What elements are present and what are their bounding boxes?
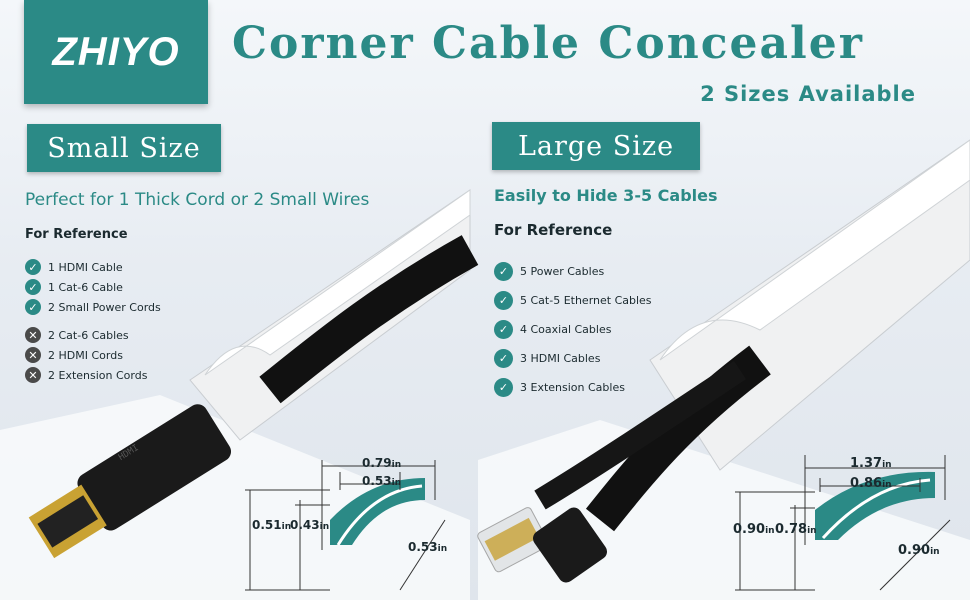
list-item-label: 3 HDMI Cables <box>520 352 601 365</box>
small-size-badge: Small Size <box>27 124 221 172</box>
hdmi-cable <box>259 235 479 404</box>
page-title: Corner Cable Concealer <box>232 18 864 69</box>
small-dim-outer-width: 0.79in <box>362 456 402 470</box>
small-dim-inner-height: 0.43in <box>290 518 330 532</box>
check-circle-icon: ✓ <box>494 262 513 281</box>
list-item: ✓ 3 Extension Cables <box>494 373 652 402</box>
list-item-label: 5 Cat-5 Ethernet Cables <box>520 294 652 307</box>
brand-logo: ZHIYO <box>24 0 208 104</box>
check-circle-icon: ✓ <box>25 299 41 315</box>
large-dim-side: 0.90in <box>898 543 940 558</box>
list-item: ✕ 2 Extension Cords <box>25 365 147 385</box>
list-item-label: 2 Small Power Cords <box>48 300 161 314</box>
small-ref-heading: For Reference <box>25 227 128 242</box>
small-dim-side: 0.53in <box>408 540 448 554</box>
list-item-label: 2 Extension Cords <box>48 368 148 382</box>
small-tagline: Perfect for 1 Thick Cord or 2 Small Wire… <box>25 190 370 210</box>
ethernet-plug <box>477 507 550 573</box>
large-dim-inner-width: 0.86in <box>850 476 892 491</box>
list-item-label: 1 Cat-6 Cable <box>48 280 123 294</box>
x-circle-icon: ✕ <box>25 347 41 363</box>
list-item: ✓ 5 Cat-5 Ethernet Cables <box>494 286 652 315</box>
power-plug <box>532 507 608 583</box>
list-item: ✓ 1 HDMI Cable <box>25 257 161 277</box>
list-item-label: 2 HDMI Cords <box>48 348 123 362</box>
check-circle-icon: ✓ <box>25 279 41 295</box>
list-item-label: 3 Extension Cables <box>520 381 625 394</box>
page-subtitle: 2 Sizes Available <box>700 82 916 106</box>
list-item: ✕ 2 Cat-6 Cables <box>25 325 147 345</box>
small-not-fits-list: ✕ 2 Cat-6 Cables ✕ 2 HDMI Cords ✕ 2 Extensi… <box>25 325 147 385</box>
x-circle-icon: ✕ <box>25 327 41 343</box>
small-dim-outer-height: 0.51in <box>252 518 292 532</box>
large-dim-inner-height: 0.78in <box>775 522 817 537</box>
logo-text: ZHIYO <box>52 29 180 74</box>
small-profile-diagram <box>245 460 446 591</box>
list-item: ✕ 2 HDMI Cords <box>25 345 147 365</box>
large-tagline: Easily to Hide 3-5 Cables <box>494 186 718 205</box>
large-profile-diagram <box>735 455 951 591</box>
right-raceway-curve <box>659 139 970 361</box>
list-item: ✓ 1 Cat-6 Cable <box>25 277 161 297</box>
list-item: ✓ 4 Coaxial Cables <box>494 315 652 344</box>
list-item: ✓ 2 Small Power Cords <box>25 297 161 317</box>
check-circle-icon: ✓ <box>25 259 41 275</box>
list-item-label: 5 Power Cables <box>520 265 605 278</box>
small-fits-list: ✓ 1 HDMI Cable ✓ 1 Cat-6 Cable ✓ 2 Small Po… <box>25 257 161 317</box>
left-raceway-curve <box>204 189 471 376</box>
hdmi-plug <box>28 404 232 559</box>
x-circle-icon: ✕ <box>25 367 41 383</box>
large-ref-heading: For Reference <box>494 221 613 239</box>
large-dim-outer-height: 0.90in <box>733 522 775 537</box>
list-item: ✓ 3 HDMI Cables <box>494 344 652 373</box>
list-item-label: 2 Cat-6 Cables <box>48 328 129 342</box>
check-circle-icon: ✓ <box>494 320 513 339</box>
list-item: ✓ 5 Power Cables <box>494 257 652 286</box>
list-item-label: 4 Coaxial Cables <box>520 323 612 336</box>
large-dim-outer-width: 1.37in <box>850 456 892 471</box>
small-dim-inner-width: 0.53in <box>362 474 402 488</box>
large-fits-list: ✓ 5 Power Cables ✓ 5 Cat-5 Ethernet Cables… <box>494 257 652 402</box>
list-item-label: 1 HDMI Cable <box>48 260 123 274</box>
left-surface <box>0 395 470 600</box>
black-cables-2 <box>534 360 747 510</box>
large-size-badge: Large Size <box>492 122 700 170</box>
check-circle-icon: ✓ <box>494 349 513 368</box>
check-circle-icon: ✓ <box>494 378 513 397</box>
check-circle-icon: ✓ <box>494 291 513 310</box>
